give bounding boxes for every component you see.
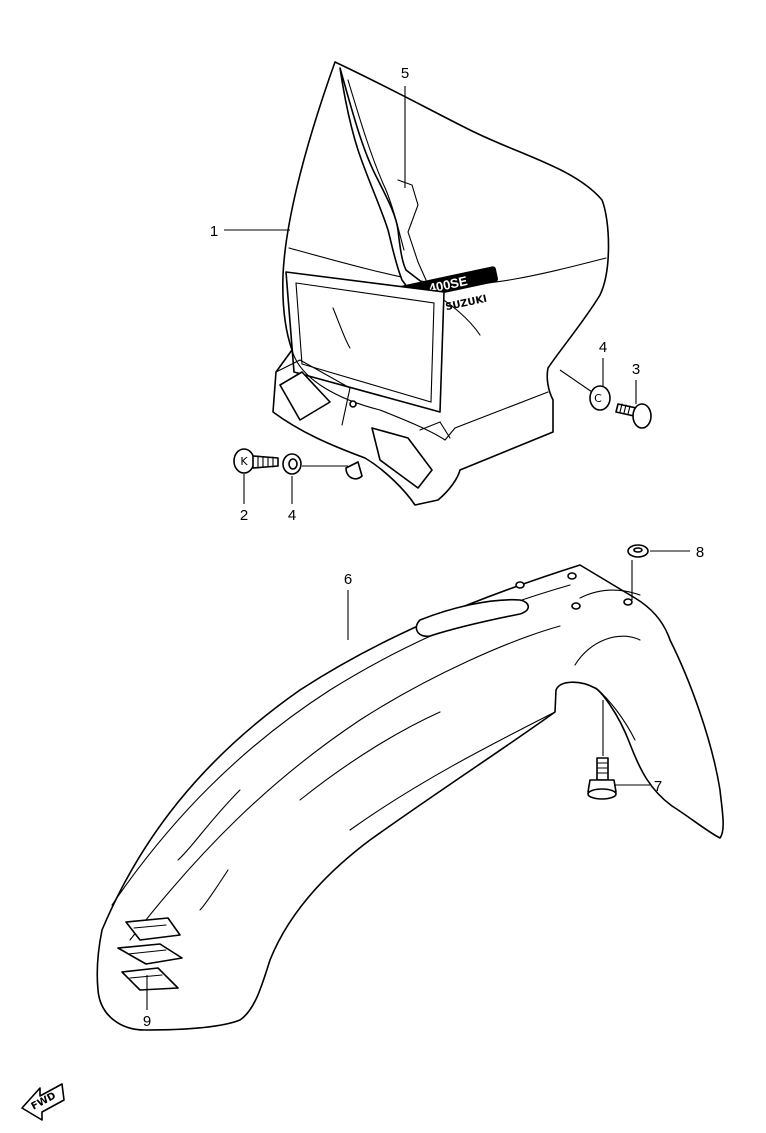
callout-1: 1 — [210, 223, 218, 240]
callout-9: 9 — [143, 1013, 151, 1030]
fender-logo-decal — [117, 917, 183, 991]
front-fender — [96, 564, 724, 1031]
callout-3: 3 — [632, 361, 640, 378]
forward-direction-arrow: FWD — [21, 1083, 65, 1121]
svg-text:K: K — [240, 455, 248, 468]
callout-5: 5 — [401, 65, 409, 82]
screw-right — [615, 403, 652, 429]
flange-bolt — [587, 757, 617, 800]
screw-left: K — [233, 448, 279, 474]
callout-6: 6 — [344, 571, 352, 588]
headlight-cowl: 400SE SUZUKI — [272, 61, 610, 506]
callout-2: 2 — [240, 507, 248, 524]
leader-grommet-right — [559, 369, 593, 393]
callout-8: 8 — [696, 544, 704, 561]
washer — [627, 544, 649, 558]
grommet-left — [282, 453, 302, 475]
callout-leaders — [146, 86, 690, 1010]
callout-4-right: 4 — [599, 339, 607, 356]
callout-7: 7 — [654, 778, 662, 795]
grommet-right: C — [589, 385, 611, 411]
callout-4-left: 4 — [288, 507, 296, 524]
callout-labels: 1 2 3 4 4 5 6 7 8 9 — [143, 65, 704, 1030]
svg-text:C: C — [594, 392, 602, 405]
